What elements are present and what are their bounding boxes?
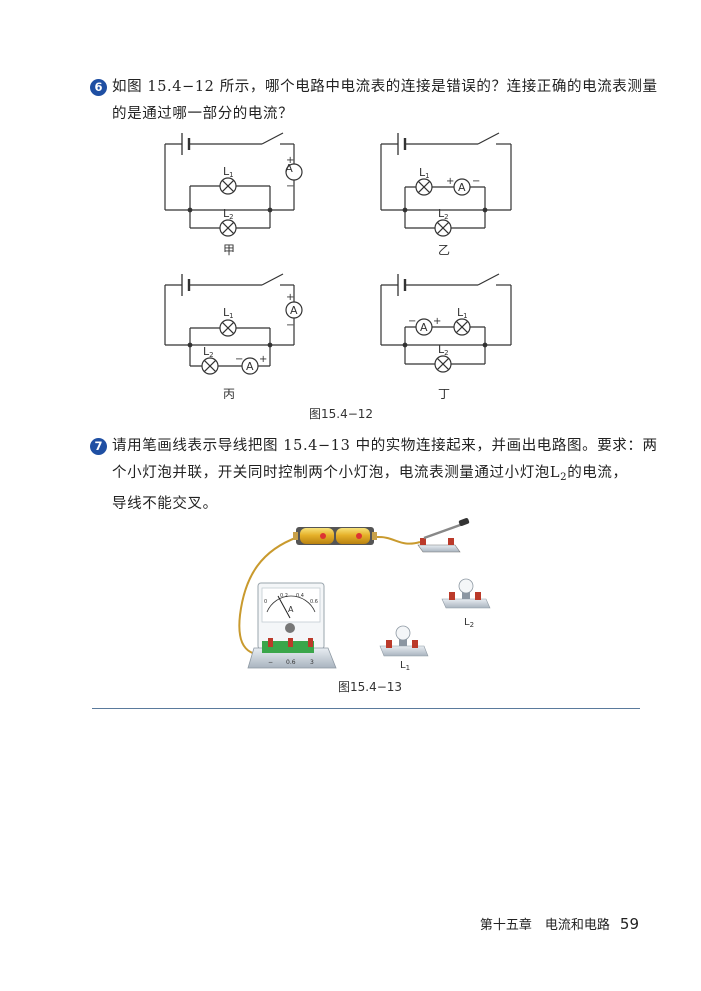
circuit-ding	[380, 273, 512, 373]
ammeter-plus: +	[286, 292, 294, 303]
ammeter-plus: +	[286, 155, 294, 166]
ammeter-letter: A	[285, 162, 293, 175]
page-number: 59	[619, 915, 639, 933]
ammeter-letter: A	[246, 360, 254, 373]
lamp-l1-label: L1	[419, 166, 430, 180]
question-6: 6 如图 15.4−12 所示，哪个电路中电流表的连接是错误的？连接正确的电流表…	[90, 74, 658, 128]
meter-scale-0-2: 0.2	[280, 593, 288, 599]
ammeter-plus: +	[446, 176, 454, 187]
lamp-l1-label: L1	[457, 306, 468, 320]
question-number-7: 7	[90, 438, 107, 455]
question-7: 7 请用笔画线表示导线把图 15.4−13 中的实物连接起来，并画出电路图。要求…	[90, 433, 658, 518]
meter-scale-0-4: 0.4	[296, 593, 304, 599]
ammeter-minus: −	[472, 176, 480, 187]
circuit-label-ding: 丁	[438, 387, 450, 401]
lamp-l1-device	[379, 625, 429, 657]
battery-pack	[293, 527, 377, 545]
circuit-yi	[380, 132, 512, 237]
ammeter-letter: A	[290, 304, 298, 317]
lamp-l2-label: L2	[223, 207, 234, 221]
circuit-bing	[164, 273, 303, 375]
question-6-line-2: 的是通过哪一部分的电流？	[112, 106, 294, 122]
ammeter-minus: −	[408, 316, 416, 327]
question-7-line-2: 个小灯泡并联，开关同时控制两个小灯泡，电流表测量通过小灯泡L2的电流，	[112, 465, 628, 483]
question-6-line-1: 如图 15.4−12 所示，哪个电路中电流表的连接是错误的？连接正确的电流表测量	[112, 79, 658, 95]
meter-scale-0-6: 0.6	[310, 599, 318, 605]
lamp-l1-label: L1	[223, 165, 234, 179]
lamp-l1-label: L1	[223, 306, 234, 320]
terminal-0-6: 0.6	[286, 659, 296, 666]
ammeter-minus: −	[286, 181, 294, 192]
wire-battery-to-switch	[375, 535, 421, 545]
ammeter-device: A 0 0.2 0.4 0.6 − 0.6 3	[247, 582, 337, 669]
lamp-l2-label: L2	[203, 345, 214, 359]
circuit-label-yi: 乙	[438, 243, 450, 257]
wire-battery-to-ammeter	[238, 536, 299, 657]
lamp-l2-label: L2	[438, 207, 449, 221]
lamp-l2-device-label: L2	[464, 617, 474, 629]
lamp-l2-device	[441, 578, 491, 609]
knife-switch	[417, 518, 470, 553]
terminal-3: 3	[310, 659, 314, 666]
ammeter-plus: +	[433, 316, 441, 327]
section-divider	[92, 708, 640, 709]
question-number-6: 6	[90, 79, 107, 96]
figure-15-4-12-caption: 图15.4−12	[309, 407, 374, 421]
terminal-minus: −	[268, 659, 273, 666]
ammeter-letter: A	[458, 181, 466, 194]
circuit-label-bing: 丙	[223, 387, 235, 401]
question-7-line-1: 请用笔画线表示导线把图 15.4−13 中的实物连接起来，并画出电路图。要求：两	[112, 438, 658, 454]
meter-letter: A	[288, 605, 294, 614]
meter-scale-0: 0	[264, 599, 267, 605]
chapter-title: 第十五章 电流和电路	[479, 918, 610, 933]
ammeter-minus: −	[235, 354, 243, 365]
lamp-l1-device-label: L1	[400, 660, 410, 672]
circuit-jia	[164, 132, 303, 237]
page-footer: 第十五章 电流和电路 59	[480, 914, 639, 933]
ammeter-plus: +	[259, 354, 267, 365]
question-7-line-3: 导线不能交叉。	[112, 496, 218, 512]
ammeter-minus: −	[286, 320, 294, 331]
circuit-label-jia: 甲	[223, 243, 235, 257]
lamp-l2-label: L2	[438, 343, 449, 357]
ammeter-letter: A	[420, 321, 428, 334]
figure-15-4-13-caption: 图15.4−13	[338, 680, 403, 694]
